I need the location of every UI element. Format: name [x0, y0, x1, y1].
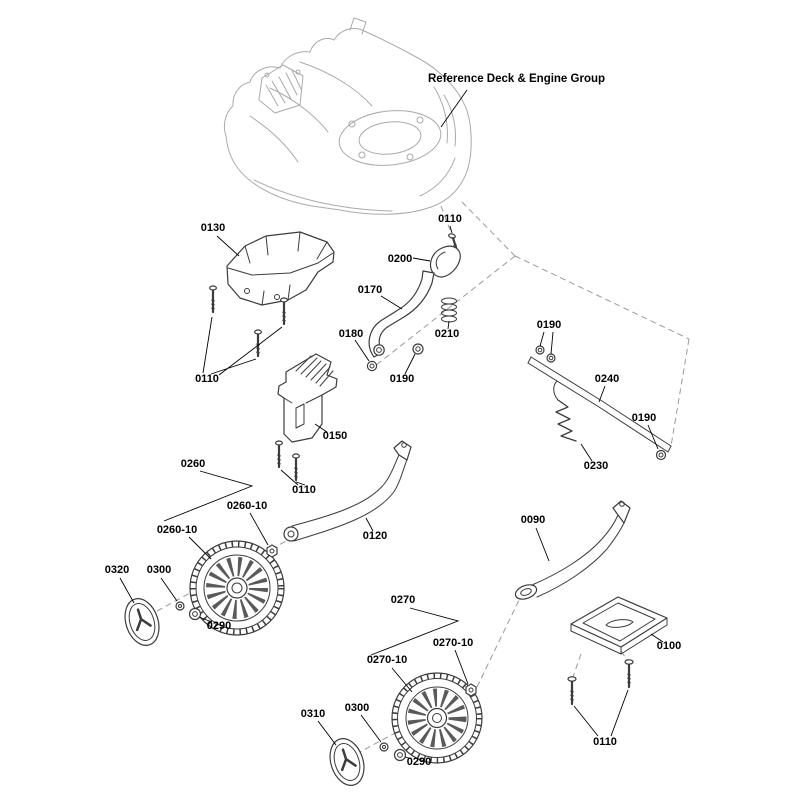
deck-top-tab: [349, 17, 367, 35]
part-label-0230: 0230: [584, 460, 608, 472]
deck-vent: [419, 157, 456, 197]
deck-bolt-hole: [348, 120, 356, 128]
reference-label: Reference Deck & Engine Group: [428, 73, 605, 85]
part-0150-bracket: [277, 353, 338, 443]
deck-bolt-hole: [358, 151, 366, 159]
part-label-0260: 0260: [181, 458, 205, 470]
assembly-axis-line: [440, 205, 451, 231]
deck-bracket-hole: [295, 69, 301, 75]
part-0200-lever-knob: [429, 245, 461, 278]
part-0090-adjuster-arm: [514, 500, 631, 600]
deck-contour: [269, 87, 329, 133]
deck-bracket-hatching: [265, 69, 302, 107]
reference-deck-drawing: [223, 17, 472, 215]
part-0240-rod: [527, 356, 672, 453]
part-0210-spring: [441, 297, 457, 323]
part-0320-hubcap: [124, 598, 160, 646]
part-0310-hubcap: [329, 738, 365, 786]
front-wheel: [189, 540, 285, 636]
deck-bracket-hole: [264, 72, 270, 78]
part-label-0180: 0180: [339, 328, 363, 340]
part-label-0240: 0240: [595, 373, 619, 385]
part-label-0320: 0320: [105, 564, 129, 576]
deck-vent: [433, 86, 448, 144]
engine-opening-inner: [358, 121, 422, 155]
part-0290-washer-rear: [393, 748, 407, 762]
rear-wheel-axis-line: [476, 595, 522, 688]
part-label-0300-front: 0300: [147, 564, 171, 576]
part-label-0260-10-lower: 0260-10: [157, 524, 197, 536]
assembly-axis-line: [514, 255, 690, 340]
screws-0110-middle: [275, 440, 301, 482]
deck-skirt-line: [253, 179, 393, 212]
part-label-0110-bottom: 0110: [593, 736, 617, 748]
part-label-0290-front: 0290: [207, 620, 231, 632]
assembly-axis-line: [461, 201, 516, 257]
part-label-0110-left: 0110: [195, 373, 219, 385]
part-0290-washer-front: [188, 607, 202, 621]
part-label-0090: 0090: [521, 514, 545, 526]
part-0190-washer-pair: [535, 345, 556, 363]
part-label-0190-pair: 0190: [537, 319, 561, 331]
assembly-axis-line: [670, 338, 690, 447]
deck-vent: [443, 94, 456, 147]
part-label-0150: 0150: [323, 430, 347, 442]
part-label-0190-center: 0190: [390, 373, 414, 385]
screws-0110-upper-left: [209, 285, 289, 358]
part-label-0310: 0310: [301, 708, 325, 720]
part-0190-washer-right: [655, 449, 667, 461]
deck-outline: [223, 27, 472, 215]
leader-reference: [440, 89, 468, 128]
part-label-0270-10-left: 0270-10: [367, 654, 407, 666]
deck-handle-bracket: [258, 64, 304, 114]
screws-0110-bottom: [567, 659, 634, 706]
deck-bolt-hole: [406, 153, 414, 161]
part-label-0110-middle: 0110: [292, 484, 316, 496]
part-label-0170: 0170: [358, 284, 382, 296]
part-0100-plate: [570, 596, 668, 655]
part-labels: Reference Deck & Engine Group 0130 0110 …: [105, 73, 681, 768]
part-label-0210: 0210: [435, 328, 459, 340]
front-axle-nut: [266, 544, 278, 558]
part-label-0270-10-right: 0270-10: [433, 637, 473, 649]
part-0300-washer-front: [175, 601, 185, 611]
part-0170-lever: [368, 270, 435, 358]
part-label-0100: 0100: [657, 640, 681, 652]
deck-contour: [299, 61, 373, 107]
rear-wheel: [391, 672, 483, 764]
part-0120-adjuster-arm: [283, 440, 412, 542]
part-label-0190-right: 0190: [632, 412, 656, 424]
plate-screw-axis-line: [572, 650, 629, 678]
part-label-0300-rear: 0300: [345, 702, 369, 714]
leader-lines: [119, 89, 664, 760]
part-0190-washer-center: [412, 343, 424, 355]
rear-axle-nut: [465, 683, 477, 697]
part-label-0260-10-upper: 0260-10: [227, 500, 267, 512]
deck-bolt-hole: [416, 116, 424, 124]
part-label-0200: 0200: [388, 253, 412, 265]
part-0180-washer: [366, 360, 378, 372]
part-0300-washer-rear: [379, 742, 389, 752]
part-label-0270: 0270: [391, 594, 415, 606]
part-label-0290-rear: 0290: [407, 756, 431, 768]
part-label-0130: 0130: [201, 222, 225, 234]
part-0230-spring: [553, 380, 577, 442]
part-label-0120: 0120: [363, 530, 387, 542]
part-label-0110-top: 0110: [438, 213, 462, 225]
part-0130-bracket: [226, 231, 335, 306]
deck-contour: [249, 115, 299, 163]
engine-opening-outer: [338, 110, 442, 166]
